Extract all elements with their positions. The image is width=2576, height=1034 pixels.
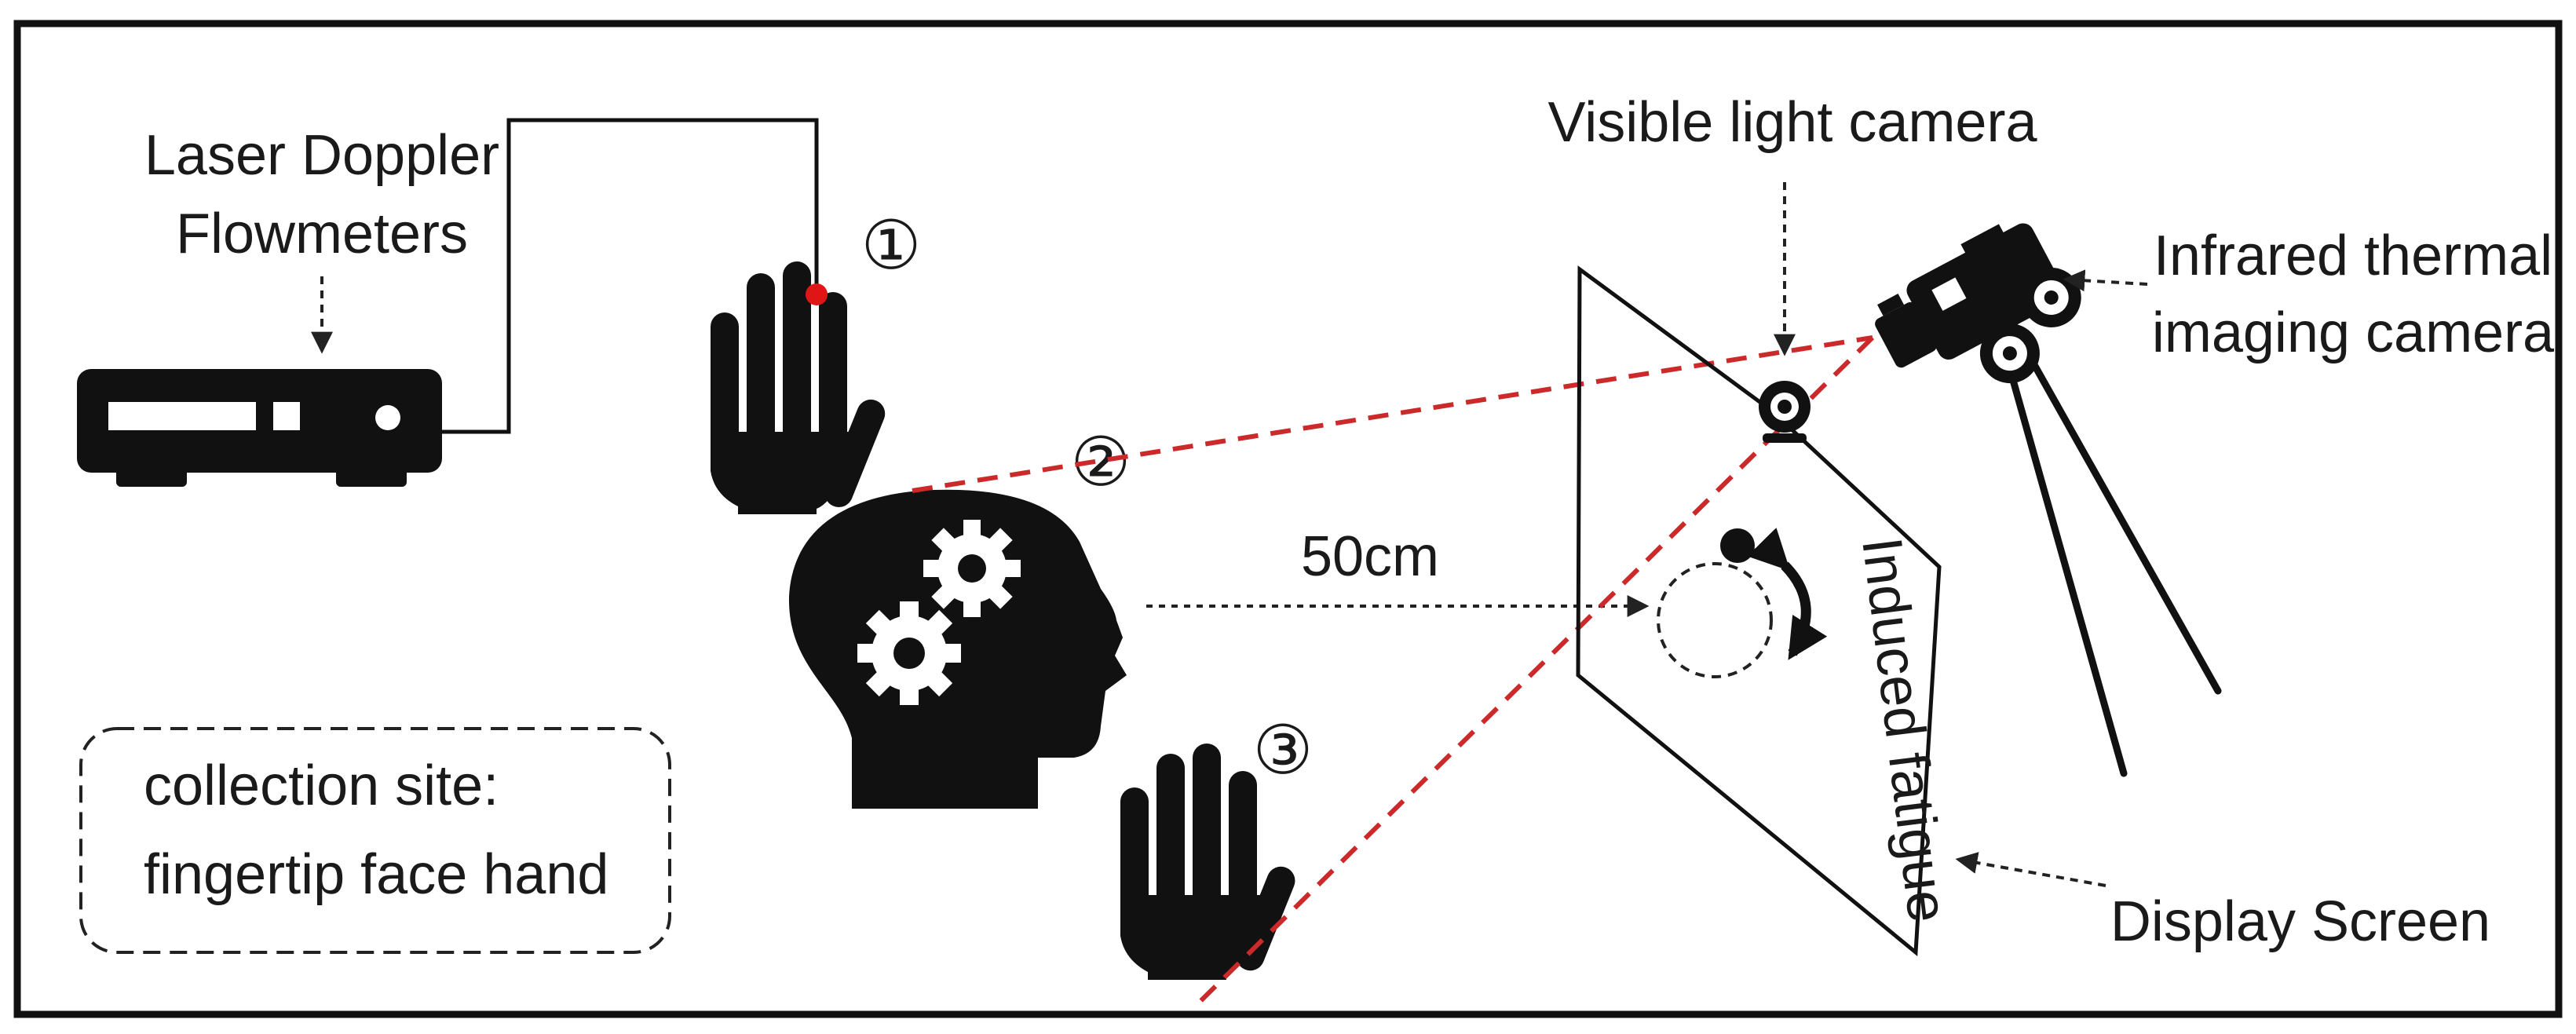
laser-label-line1: Laser Doppler: [144, 124, 499, 187]
flowmeter-device-icon: [77, 369, 442, 487]
infrared-label-line2: imaging camera: [2152, 301, 2555, 364]
sensor-cable: [442, 118, 819, 434]
gear-icon: [923, 520, 1021, 617]
display-screen-label: Display Screen: [2110, 890, 2490, 953]
head-gears-icon: [788, 489, 1127, 809]
tripod-icon: [2006, 345, 2222, 777]
hand-icon-palm: [1120, 744, 1295, 980]
webcam-icon: [1759, 381, 1811, 443]
thermal-camera-icon: [1875, 223, 2081, 384]
marker-three: ③: [1252, 711, 1313, 790]
sensor-dot: [806, 283, 828, 305]
hand-icon-fingertip: [711, 261, 886, 514]
display-pointer-arrow: [1955, 852, 2106, 887]
collection-site-box: [79, 727, 671, 954]
gear-icon: [857, 601, 961, 705]
rotation-arrow-icon: [1747, 528, 1828, 660]
induced-fatigue-label: Induced fatigue: [1850, 534, 1959, 925]
collection-site-line2: fingertip face hand: [144, 843, 608, 906]
visible-camera-label: Visible light camera: [1548, 91, 2038, 154]
collection-site-line1: collection site:: [144, 754, 499, 817]
infrared-label-line1: Infrared thermal: [2154, 225, 2552, 287]
laser-label-line2: Flowmeters: [176, 203, 468, 265]
thermal-field-of-view: [912, 335, 1875, 1009]
outer-frame: [13, 20, 2563, 1018]
fixation-path-circle: [1657, 562, 1773, 678]
display-screen: [1576, 265, 1942, 957]
fixation-dot-icon: [1720, 528, 1755, 563]
marker-one: ①: [860, 206, 921, 285]
distance-label: 50cm: [1301, 525, 1439, 588]
infrared-pointer-arrow: [2063, 269, 2148, 292]
